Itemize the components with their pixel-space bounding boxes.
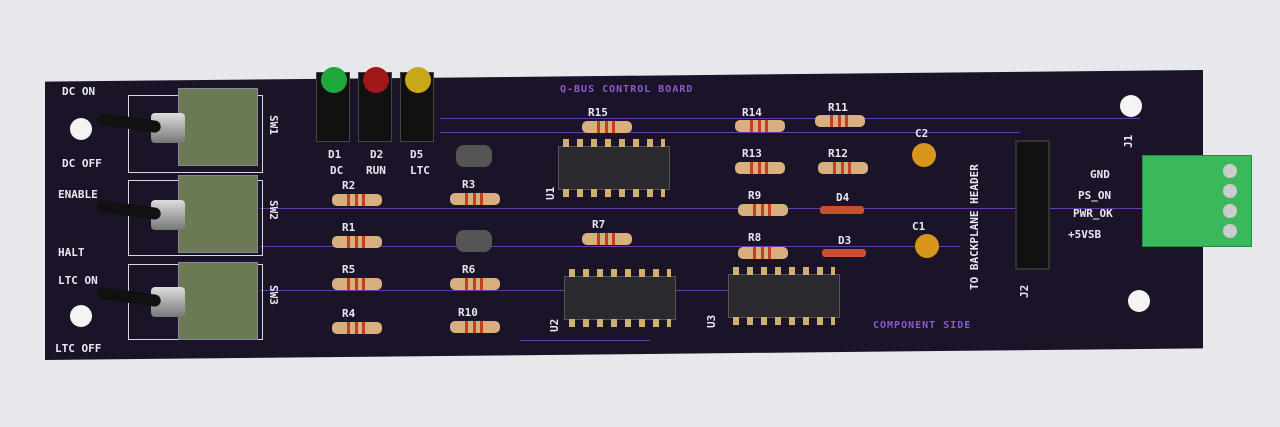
diode-d3 (822, 249, 866, 257)
transistor (456, 145, 492, 167)
r4-ref: R4 (342, 307, 356, 320)
r8-ref: R8 (748, 231, 762, 244)
toggle-switch-sw3[interactable] (96, 262, 258, 340)
resistor-r4 (332, 322, 382, 334)
pin-5vsb-label: +5VSB (1068, 228, 1102, 241)
resistor-r12 (818, 162, 868, 174)
j1-ref: J1 (1122, 134, 1135, 148)
r11-ref: R11 (828, 101, 848, 114)
trace (260, 246, 960, 247)
resistor-r15 (582, 121, 632, 133)
backplane-header-j2 (1015, 140, 1050, 270)
led-d5 (400, 67, 434, 142)
r10-ref: R10 (458, 306, 478, 319)
trace (520, 340, 650, 341)
sw1-off-label: DC OFF (62, 157, 102, 170)
backplane-header-label: TO BACKPLANE HEADER (968, 164, 981, 290)
pin-ps-on-label: PS_ON (1078, 189, 1112, 202)
mounting-hole (70, 305, 92, 327)
resistor-r7 (582, 233, 632, 245)
component-side-label: COMPONENT SIDE (873, 320, 972, 331)
resistor-r5 (332, 278, 382, 290)
resistor-r2 (332, 194, 382, 206)
resistor-r6 (450, 278, 500, 290)
pin-gnd-label: GND (1090, 168, 1110, 181)
screw-icon[interactable] (1223, 224, 1237, 238)
r5-ref: R5 (342, 263, 356, 276)
d2-ref: D2 (370, 148, 384, 161)
d2-label: RUN (366, 164, 386, 177)
resistor-r8 (738, 247, 788, 259)
resistor-r1 (332, 236, 382, 248)
r12-ref: R12 (828, 147, 848, 160)
resistor-r10 (450, 321, 500, 333)
board-title: Q-BUS CONTROL BOARD (560, 84, 694, 95)
led-d2 (358, 67, 392, 142)
sw2-ref: SW2 (267, 200, 280, 220)
d4-ref: D4 (836, 191, 850, 204)
ic-u1 (558, 139, 670, 197)
u2-ref: U2 (548, 318, 561, 332)
c2-ref: C2 (915, 127, 929, 140)
resistor-r11 (815, 115, 865, 127)
j2-ref: J2 (1018, 284, 1031, 298)
resistor-r13 (735, 162, 785, 174)
sw2-off-label: HALT (58, 246, 85, 259)
trace (260, 290, 740, 291)
r1-ref: R1 (342, 221, 356, 234)
r9-ref: R9 (748, 189, 762, 202)
screw-icon[interactable] (1223, 164, 1237, 178)
u1-ref: U1 (544, 186, 557, 200)
c1-ref: C1 (912, 220, 926, 233)
d5-label: LTC (410, 164, 430, 177)
sw2-on-label: ENABLE (58, 188, 98, 201)
diode-d4 (820, 206, 864, 214)
mounting-hole (70, 118, 92, 140)
sw3-ref: SW3 (267, 285, 280, 305)
d1-ref: D1 (328, 148, 342, 161)
d1-label: DC (330, 164, 344, 177)
led-d1 (316, 67, 350, 142)
r7-ref: R7 (592, 218, 606, 231)
resistor-r14 (735, 120, 785, 132)
pin-pwr-ok-label: PWR_OK (1073, 207, 1113, 220)
screw-icon[interactable] (1223, 204, 1237, 218)
power-terminal-block-j1[interactable] (1142, 155, 1252, 247)
mounting-hole (1120, 95, 1142, 117)
d5-ref: D5 (410, 148, 424, 161)
u3-ref: U3 (705, 314, 718, 328)
d3-ref: D3 (838, 234, 852, 247)
capacitor-c2 (912, 143, 936, 167)
r3-ref: R3 (462, 178, 476, 191)
sw3-off-label: LTC OFF (55, 342, 102, 355)
screw-icon[interactable] (1223, 184, 1237, 198)
r6-ref: R6 (462, 263, 476, 276)
r14-ref: R14 (742, 106, 762, 119)
sw1-ref: SW1 (267, 115, 280, 135)
resistor-r9 (738, 204, 788, 216)
trace (440, 118, 1140, 119)
trace (440, 132, 1020, 133)
trace (260, 208, 1160, 209)
resistor-r3 (450, 193, 500, 205)
ic-u2 (564, 269, 676, 327)
transistor (456, 230, 492, 252)
sw3-on-label: LTC ON (58, 274, 98, 287)
toggle-switch-sw1[interactable] (96, 88, 258, 166)
r13-ref: R13 (742, 147, 762, 160)
capacitor-c1 (915, 234, 939, 258)
mounting-hole (1128, 290, 1150, 312)
r15-ref: R15 (588, 106, 608, 119)
ic-u3 (728, 267, 840, 325)
r2-ref: R2 (342, 179, 356, 192)
toggle-switch-sw2[interactable] (96, 175, 258, 253)
sw1-on-label: DC ON (62, 85, 96, 98)
